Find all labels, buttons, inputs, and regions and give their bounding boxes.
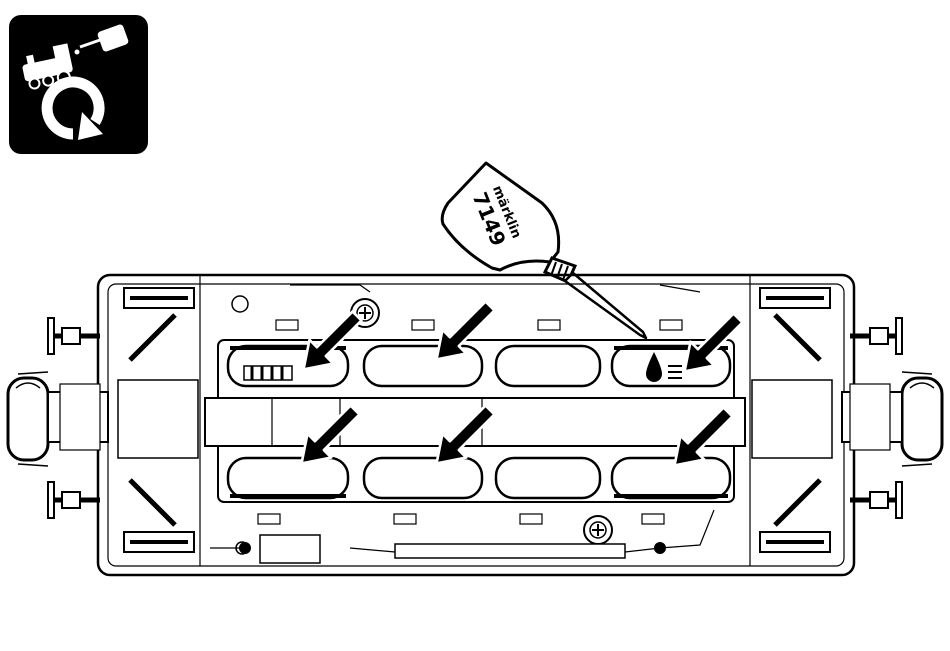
screw-bottom — [584, 516, 612, 544]
left-coupler — [8, 372, 108, 466]
buffer-left-bottom — [48, 482, 100, 518]
buffer-right-top — [850, 318, 902, 354]
maintenance-badge — [9, 15, 148, 154]
buffer-left-top — [48, 318, 100, 354]
buffer-right-bottom — [850, 482, 902, 518]
oil-bottle: märklin 7149 — [442, 163, 646, 338]
right-coupler — [842, 372, 942, 466]
